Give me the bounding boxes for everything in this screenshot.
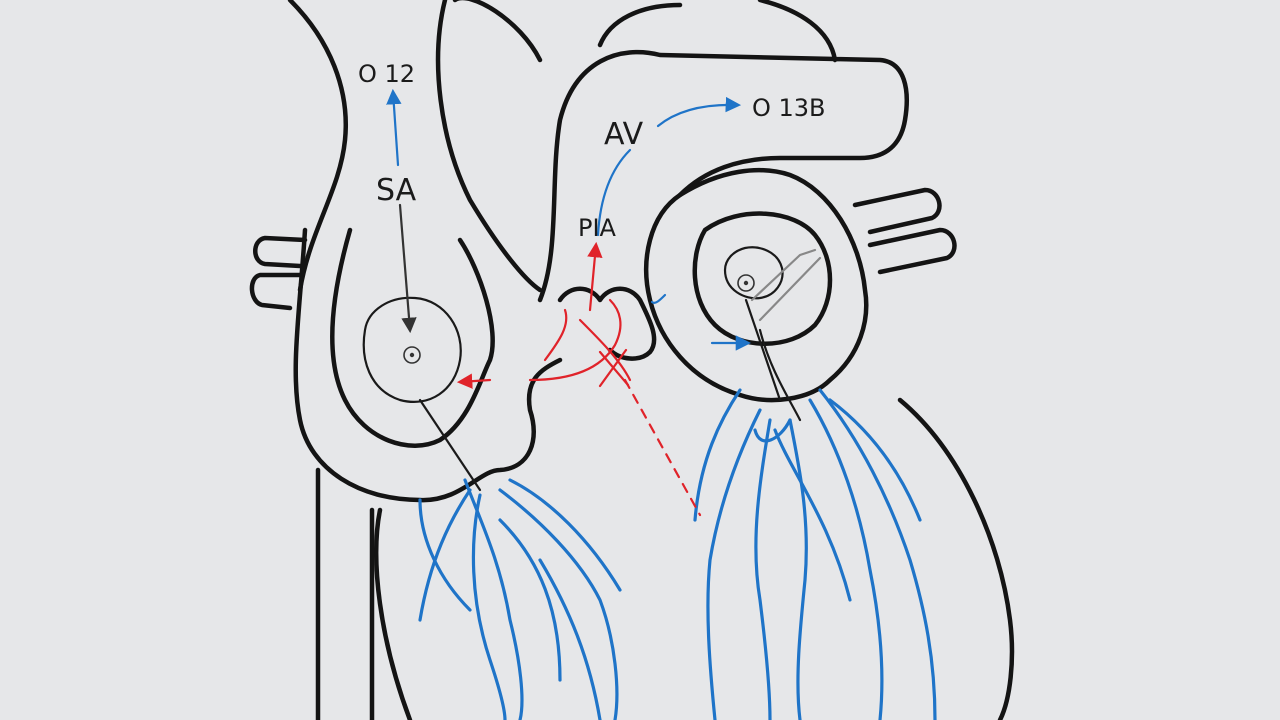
sa-inner-contour <box>362 296 462 403</box>
cross-x-icon <box>598 348 630 388</box>
aortic-arch-outline <box>287 0 543 293</box>
sa-node-label: SA <box>376 173 417 208</box>
right-atrium-inner-wall <box>330 227 495 448</box>
sa-node-marker-icon <box>403 346 421 364</box>
sa-bundle-stem <box>418 398 482 492</box>
left-bundle-branches <box>418 478 622 720</box>
conduction-block-lines <box>456 241 702 517</box>
bundle-label: PIA <box>578 214 617 242</box>
av-top-arrow <box>656 96 742 128</box>
sa-up-arrow <box>386 88 402 167</box>
right-vessel-stubs <box>852 187 957 275</box>
av-bundle-stem <box>744 298 802 422</box>
av-small-curve <box>650 293 667 304</box>
vena-cava-outline <box>315 467 375 720</box>
av-pointer-lines <box>750 248 822 322</box>
left-atrium-inner <box>692 211 833 346</box>
av-node-marker-icon <box>737 274 755 292</box>
left-vessel-stubs <box>249 235 308 311</box>
right-atrium-outline <box>293 227 563 503</box>
pointer-label-left: O 12 <box>358 60 415 88</box>
septum-lumps <box>557 286 657 361</box>
av-loop-line <box>596 148 632 237</box>
right-bundle-branches <box>693 388 937 720</box>
av-node-label: AV <box>604 117 644 152</box>
sa-down-pointer <box>398 203 417 334</box>
left-atrium-outline <box>644 168 869 403</box>
ventricle-outline <box>374 397 1015 720</box>
pulmonary-artery-outline <box>537 0 909 303</box>
av-inner-contour <box>723 246 784 300</box>
pointer-label-right: O 13B <box>752 94 826 122</box>
